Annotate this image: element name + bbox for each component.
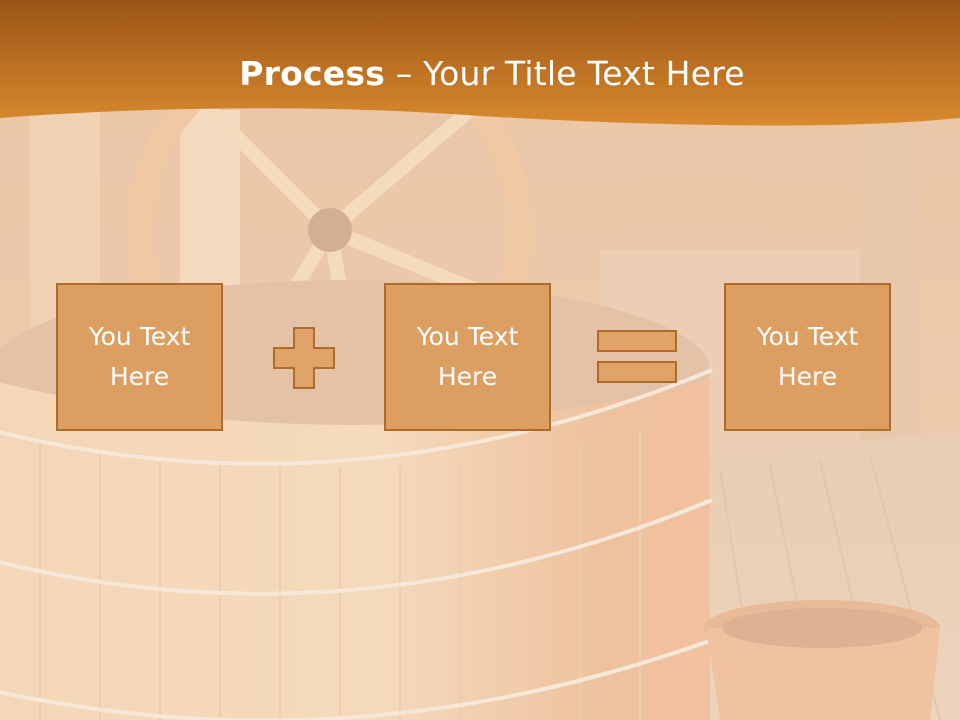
slide-title: Process – Your Title Text Here bbox=[0, 52, 960, 96]
process-box-1[interactable]: You Text Here bbox=[56, 283, 223, 431]
plus-icon bbox=[273, 327, 335, 389]
title-banner bbox=[0, 0, 960, 126]
process-box-2[interactable]: You Text Here bbox=[384, 283, 551, 431]
process-box-2-label: You Text Here bbox=[416, 322, 519, 391]
title-rest: – Your Title Text Here bbox=[385, 54, 745, 93]
process-box-3[interactable]: You Text Here bbox=[724, 283, 891, 431]
equals-icon bbox=[597, 330, 677, 383]
process-box-3-label: You Text Here bbox=[756, 322, 859, 391]
process-box-1-label: You Text Here bbox=[88, 322, 191, 391]
title-bold: Process bbox=[239, 54, 386, 93]
